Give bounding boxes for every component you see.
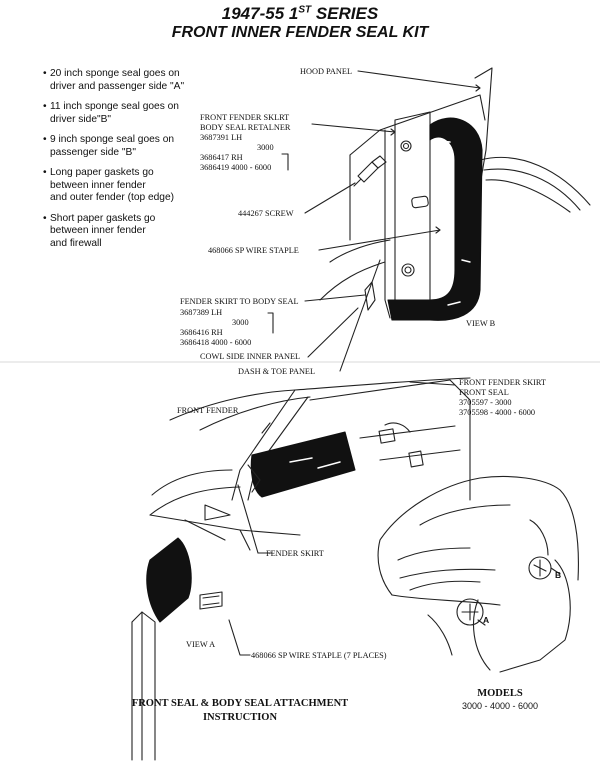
- callout-b-label: B: [555, 570, 562, 580]
- leader-fender-skirt: [237, 484, 259, 554]
- label-part-3686418: 3686418 4000 - 6000: [180, 338, 252, 347]
- label-front-fender: FRONT FENDER: [177, 406, 239, 415]
- wire-staple-part: [199, 591, 223, 610]
- label-fender-skirt-to-body-seal: FENDER SKIRT TO BODY SEAL: [180, 297, 299, 306]
- instruction-title-line2: INSTRUCTION: [202, 712, 278, 723]
- label-retainer-line1: FRONT FENDER SKLRT: [200, 113, 290, 122]
- label-view-b: VIEW B: [466, 319, 496, 328]
- label-part-3686417: 3686417 RH: [200, 153, 243, 162]
- label-wire-staple-bottom: 468066 SP WIRE STAPLE (7 PLACES): [251, 651, 387, 660]
- models-list: 3000 - 4000 - 6000: [461, 701, 539, 711]
- label-part-3000-top: 3000: [257, 143, 274, 152]
- label-part-3686416: 3686416 RH: [180, 328, 223, 337]
- leader-front-seal: [409, 381, 456, 386]
- view-b-drawing: [267, 67, 591, 372]
- truck-thumbnail: [377, 476, 579, 673]
- models-title: MODELS: [477, 688, 523, 699]
- callout-a-label: A: [483, 615, 490, 625]
- leader-retainer: [311, 123, 396, 133]
- slot-hole: [411, 195, 429, 209]
- label-front-seal-line2: FRONT SEAL: [459, 388, 509, 397]
- leader-cowl: [307, 307, 359, 358]
- label-part-3000-mid: 3000: [232, 318, 249, 327]
- small-seal-shape: [364, 281, 376, 311]
- label-part-3686419: 3686419 4000 - 6000: [200, 163, 272, 172]
- screw-part: [353, 155, 387, 187]
- label-wire-staple-top: 468066 SP WIRE STAPLE: [208, 246, 299, 255]
- view-a-drawing: [131, 377, 471, 761]
- leader-staple: [318, 229, 441, 251]
- callout-a-circle: [456, 598, 484, 626]
- label-dash-toe-panel: DASH & TOE PANEL: [238, 367, 316, 376]
- instruction-title-line1: FRONT SEAL & BODY SEAL ATTACHMENT: [131, 698, 349, 709]
- page-subtitle: FRONT INNER FENDER SEAL KIT: [171, 24, 429, 41]
- label-view-a: VIEW A: [186, 640, 216, 649]
- label-screw: 444267 SCREW: [238, 209, 294, 218]
- truck-hood-outline: [379, 476, 579, 581]
- screw-hole: [400, 140, 412, 152]
- body-seal-black: [387, 117, 483, 321]
- front-seal-black: [250, 431, 356, 498]
- view-a-seal-black: [146, 537, 192, 623]
- hood-panel-shape: [474, 67, 493, 186]
- label-cowl-side-inner-panel: COWL SIDE INNER PANEL: [200, 352, 301, 361]
- leader-hood: [357, 70, 481, 89]
- label-retainer-line2: BODY SEAL RETALNER: [200, 123, 291, 132]
- label-part-3687391: 3687391 LH: [200, 133, 243, 142]
- label-part-3687389: 3687389 LH: [180, 308, 223, 317]
- label-front-seal-line1: FRONT FENDER SKIRT: [459, 378, 546, 387]
- label-part-3705598: 3705598 - 4000 - 6000: [459, 408, 536, 417]
- label-part-3705597: 3705597 - 3000: [459, 398, 512, 407]
- page-title: 1947-55 1ST SERIES: [221, 4, 379, 23]
- leader-dash: [339, 259, 381, 372]
- retainer-plate: [394, 111, 431, 306]
- label-hood-panel: HOOD PANEL: [300, 67, 353, 76]
- leader-screw: [304, 182, 356, 214]
- label-fender-skirt: FENDER SKIRT: [266, 549, 324, 558]
- bolt-head: [401, 263, 415, 277]
- leader-staple-bottom: [228, 619, 251, 656]
- leader-front-fender: [261, 422, 271, 434]
